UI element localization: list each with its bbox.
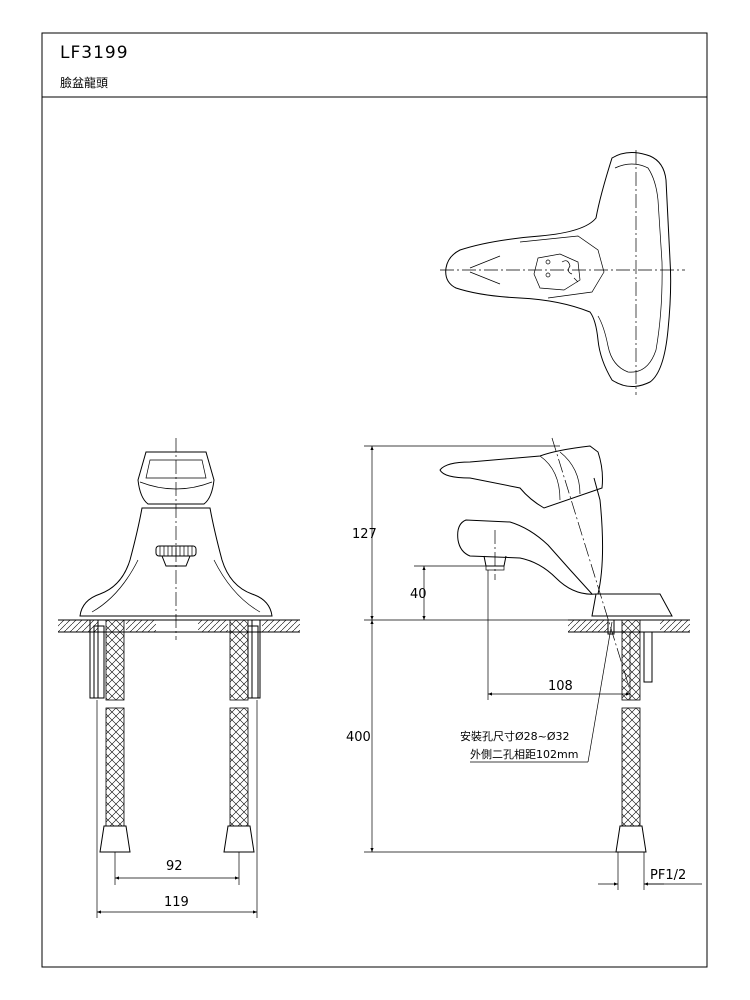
dim-total-height: 127: [352, 527, 377, 542]
model-number: LF3199: [60, 43, 129, 63]
dim-spout-height: 40: [410, 587, 427, 602]
side-view: 127 40 400 108 安裝孔尺寸Ø28~Ø32 外側二孔相距102mm …: [346, 437, 702, 890]
note-hole-distance: 外側二孔相距102mm: [470, 748, 578, 761]
top-view: [440, 150, 685, 395]
dim-thread: PF1/2: [650, 868, 686, 883]
dim-hose-spacing-inner: 92: [166, 859, 183, 874]
front-view: 92 119: [58, 438, 300, 918]
dim-spout-reach: 108: [548, 679, 573, 694]
product-name: 臉盆龍頭: [60, 75, 108, 90]
sheet-border: [41, 32, 708, 968]
dim-hose-spacing-outer: 119: [164, 895, 189, 910]
note-hole-size: 安裝孔尺寸Ø28~Ø32: [460, 729, 570, 743]
dim-hose-length: 400: [346, 730, 371, 745]
